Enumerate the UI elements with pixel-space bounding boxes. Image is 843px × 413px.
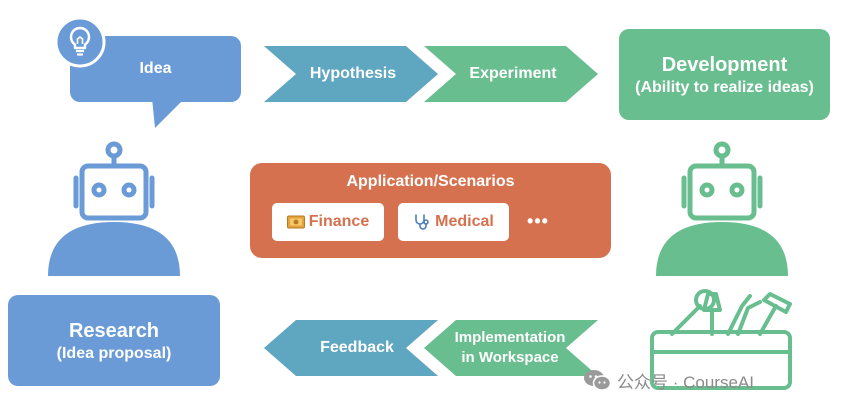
medical-label: Medical	[435, 213, 494, 230]
idea-bubble	[70, 36, 241, 128]
stethoscope-icon	[415, 214, 429, 230]
feedback-chevron	[264, 320, 438, 376]
watermark: 公众号 · CourseAI	[583, 367, 754, 393]
hypothesis-label: Hypothesis	[309, 65, 397, 83]
left-robot-body	[48, 222, 180, 276]
more-dots: •••	[527, 211, 549, 232]
lightbulb-icon	[54, 16, 106, 68]
toolbox-icon	[650, 289, 792, 390]
finance-chip: Finance	[272, 203, 384, 241]
research-title: Research	[68, 320, 160, 342]
implementation-label-line1: Implementation	[454, 329, 566, 346]
money-icon	[286, 215, 305, 229]
left-robot-icon	[73, 141, 155, 221]
development-box	[619, 29, 830, 120]
feedback-label: Feedback	[320, 339, 394, 357]
right-robot-icon	[681, 141, 763, 221]
research-box	[8, 295, 220, 386]
right-robot-body	[656, 222, 788, 276]
wechat-icon	[584, 370, 611, 391]
development-subtitle: (Ability to realize ideas)	[635, 79, 814, 97]
finance-label: Finance	[308, 213, 370, 230]
medical-chip: Medical	[398, 203, 509, 241]
idea-label: Idea	[139, 60, 172, 78]
experiment-label: Experiment	[469, 65, 557, 83]
hypothesis-chevron	[264, 46, 438, 102]
development-title: Development	[661, 54, 788, 76]
watermark-text: 公众号 · CourseAI	[617, 372, 754, 392]
implementation-chevron	[424, 320, 598, 376]
implementation-label-line2: in Workspace	[461, 349, 559, 366]
experiment-chevron	[424, 46, 598, 102]
research-subtitle: (Idea proposal)	[56, 345, 172, 363]
application-title: Application/Scenarios	[346, 173, 515, 191]
